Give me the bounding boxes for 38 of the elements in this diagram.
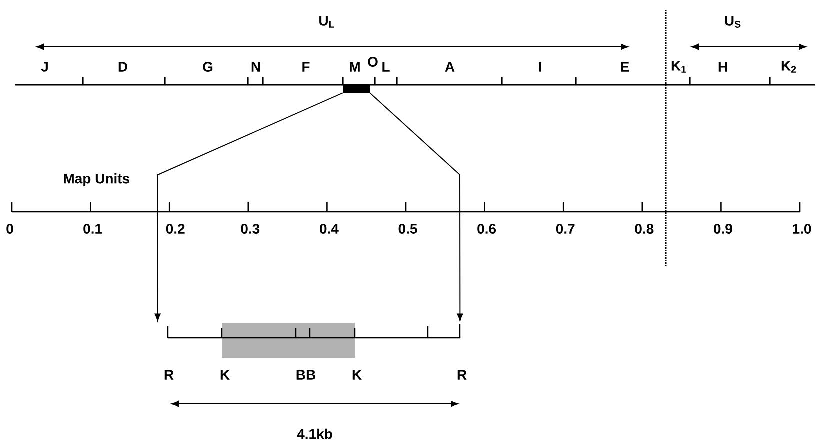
length-label: 4.1kb xyxy=(297,428,332,440)
highlighted-segment xyxy=(343,85,370,93)
zoom-arrow xyxy=(370,92,464,322)
gene-label: E xyxy=(621,62,630,72)
restriction-map-drawing xyxy=(167,323,461,358)
gene-label: A xyxy=(445,62,455,72)
scale-number: 0.5 xyxy=(398,224,418,234)
site-label: K xyxy=(220,370,230,380)
gene-label: H xyxy=(718,62,728,72)
scale-number: 0.3 xyxy=(241,224,260,234)
gene-label: N xyxy=(252,62,260,72)
gene-label: I xyxy=(539,62,541,72)
zoom-arrow xyxy=(154,92,344,322)
region-label: U$_{L}$ xyxy=(320,16,334,28)
scale-number: 0.1 xyxy=(84,224,102,234)
scale-number: 0.4 xyxy=(320,224,339,234)
scale-number: 0.8 xyxy=(635,224,654,234)
site-label: BB xyxy=(296,370,316,380)
site-label: K xyxy=(352,370,362,380)
site-label: R xyxy=(458,370,467,380)
gene-label: J xyxy=(41,62,48,72)
site-label: R xyxy=(164,370,174,380)
gene-label: K$_{2}$ xyxy=(782,61,796,73)
region-label: U$_{S}$ xyxy=(725,16,741,28)
gene-label: D xyxy=(118,62,128,72)
gene-label: M xyxy=(350,62,360,72)
scale-number: 0.2 xyxy=(166,224,185,234)
gene-label: K$_{1}$ xyxy=(672,61,686,73)
scale-number: 0 xyxy=(6,224,14,234)
gene-label: G xyxy=(203,62,213,72)
axis-title: Map Units xyxy=(64,173,130,187)
scale-number: 0.6 xyxy=(478,224,496,234)
gene-label: L xyxy=(382,62,390,72)
gene-label: O xyxy=(368,57,378,67)
scale-number: 0.7 xyxy=(556,224,575,234)
scale-number: 1.0 xyxy=(793,224,812,234)
scale-number: 0.9 xyxy=(714,224,732,234)
gene-label: F xyxy=(302,62,310,72)
